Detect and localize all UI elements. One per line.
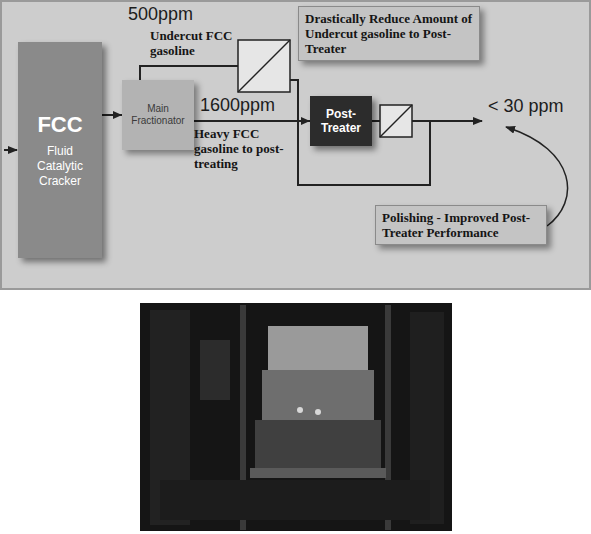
process-box: FCC Fluid Catalytic Cracker (18, 42, 102, 258)
membrane-unit (238, 40, 290, 92)
callout-box: Drastically Reduce Amount of Undercut ga… (298, 6, 480, 61)
connector-line (194, 120, 310, 122)
box-title: Post-Treater (314, 107, 368, 135)
arrow-head (113, 111, 122, 119)
arrow-head (301, 117, 310, 125)
process-box: Post-Treater (310, 96, 372, 146)
membrane-diagonal (380, 105, 412, 137)
stream-label: Undercut FCC gasoline (150, 28, 236, 58)
membrane-diagonal (238, 40, 290, 92)
stream-label: Heavy FCC gasoline to post-treating (194, 126, 290, 171)
box-text: Fluid Catalytic Cracker (24, 144, 96, 189)
product-line (412, 120, 482, 122)
concentration-label: 1600ppm (200, 95, 275, 116)
process-box: Main Fractionator (122, 80, 194, 150)
undercut-line (140, 66, 238, 80)
box-title: FCC (37, 112, 82, 138)
flow-connector (102, 111, 122, 119)
box-title: Polishing - Improved Post-Treater Perfor… (382, 210, 540, 240)
concentration-label: < 30 ppm (488, 96, 564, 117)
callout-box: Polishing - Improved Post-Treater Perfor… (375, 205, 547, 245)
polishing-membrane (380, 105, 412, 137)
box-title: Drastically Reduce Amount of Undercut ga… (305, 11, 473, 56)
box-title: Main Fractionator (127, 103, 189, 127)
diagram-panel (1, 1, 590, 289)
feed-line (4, 149, 17, 151)
equipment-photo (140, 303, 452, 531)
flow-connector (194, 117, 310, 125)
concentration-label: 500ppm (128, 4, 193, 25)
permeate-line (290, 80, 430, 185)
